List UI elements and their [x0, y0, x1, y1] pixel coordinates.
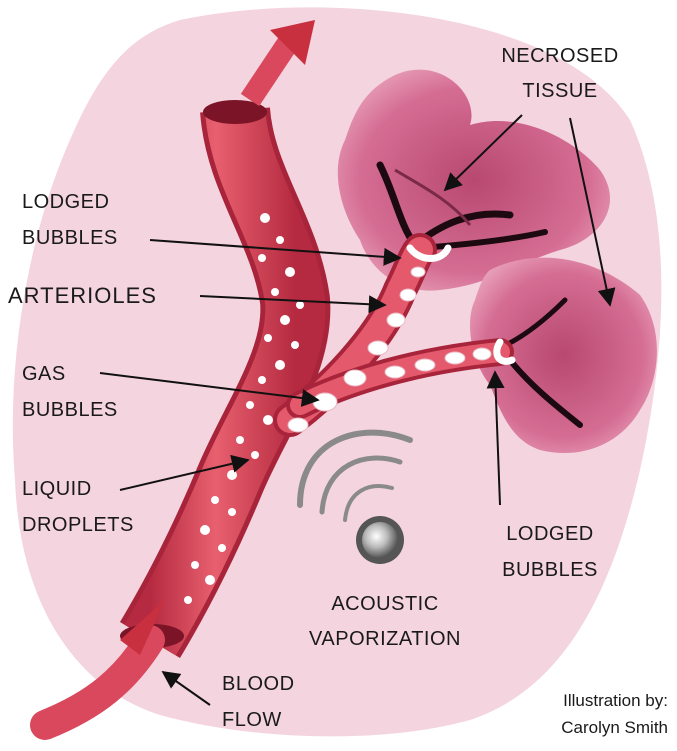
liquid-droplets-label-2: DROPLETS: [22, 514, 134, 536]
lodged-bubbles-top-label-2: BUBBLES: [22, 227, 118, 249]
liquid-droplets-label-1: LIQUID: [22, 478, 92, 500]
lodged-bubbles-bottom-label-2: BUBBLES: [502, 559, 598, 581]
blood-flow-label-2: FLOW: [222, 709, 282, 731]
acoustic-vaporization-label-1: ACOUSTIC: [331, 593, 438, 615]
necrosed-tissue-label-2: TISSUE: [522, 80, 597, 102]
transducer-icon: [356, 516, 404, 564]
acoustic-vaporization-label-2: VAPORIZATION: [309, 628, 461, 650]
necrosed-tissue-label-1: NECROSED: [501, 45, 618, 67]
blood-flow-label-1: BLOOD: [222, 673, 295, 695]
lodged-bubbles-top-label-1: LODGED: [22, 191, 109, 213]
gas-bubbles-label-2: BUBBLES: [22, 399, 118, 421]
credit-line-2: Carolyn Smith: [561, 718, 668, 737]
credit-line-1: Illustration by:: [563, 691, 668, 710]
gas-bubbles-label-1: GAS: [22, 363, 66, 385]
lodged-bubbles-bottom-label-1: LODGED: [506, 523, 593, 545]
arterioles-label: ARTERIOLES: [8, 283, 157, 308]
